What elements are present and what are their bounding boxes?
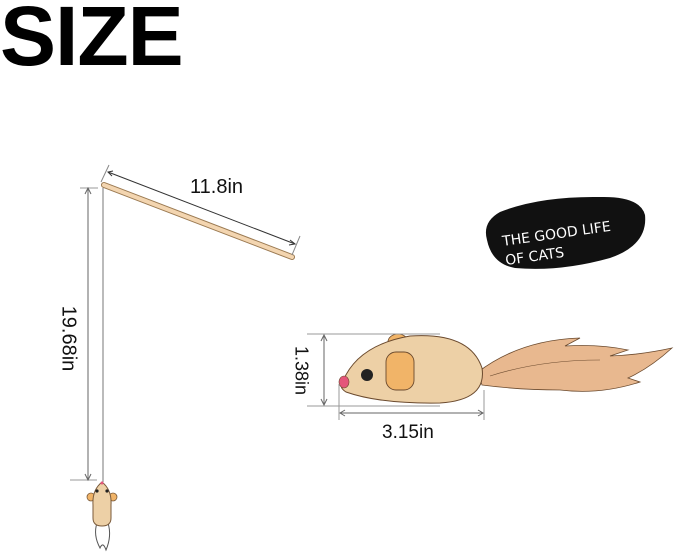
mouse-height-dimension-line	[307, 333, 440, 407]
string-dimension-line	[70, 186, 98, 482]
page-title: SIZE	[0, 0, 184, 83]
stick-dimension-line	[100, 164, 301, 256]
brand-badge: THE GOOD LIFE OF CATS	[485, 196, 646, 269]
wand-stick	[101, 182, 295, 260]
string-length-label: 19.68in	[57, 305, 80, 372]
mouse-length-label: 3.15in	[382, 422, 434, 443]
mouse-height-label: 1.38in	[291, 345, 312, 396]
stick-length-label: 11.8in	[190, 176, 244, 198]
large-mouse-toy	[338, 333, 674, 404]
small-mouse-toy	[86, 481, 118, 552]
mouse-length-dimension-line	[338, 384, 485, 420]
